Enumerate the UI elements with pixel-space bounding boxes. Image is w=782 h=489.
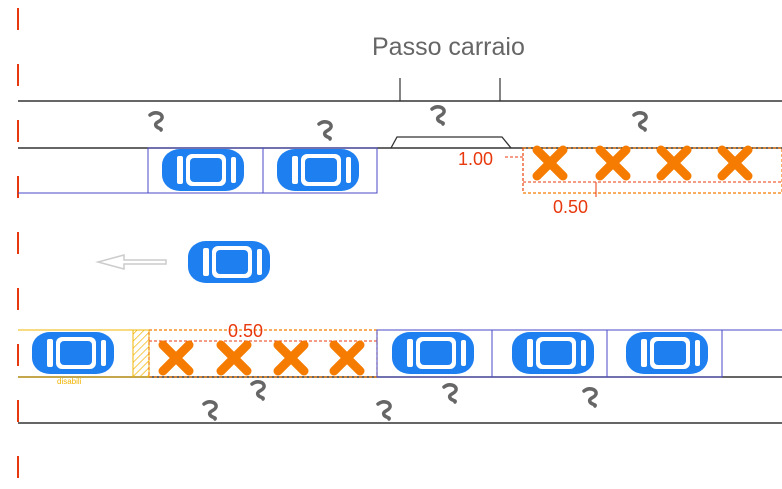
- dimension-label-lower: 0.50: [228, 321, 263, 341]
- no-parking-x-icon: [537, 150, 563, 176]
- tree-symbol-icon: [202, 400, 218, 421]
- disabled-bay-label: disabili: [57, 377, 82, 386]
- no-parking-x-icon: [600, 150, 626, 176]
- no-parking-x-icon: [334, 345, 360, 371]
- tree-symbol-icon: [430, 105, 446, 126]
- tree-symbol-icon: [632, 111, 648, 132]
- car-icon: [162, 149, 244, 191]
- no-parking-x-icon: [661, 150, 687, 176]
- dimension-label-width: 1.00: [458, 149, 493, 169]
- car-icon: [626, 332, 708, 374]
- no-parking-x-icon: [163, 345, 189, 371]
- tree-symbol-icon: [250, 380, 266, 401]
- direction-arrow-icon: [95, 254, 167, 270]
- tree-symbol-icon: [442, 383, 458, 404]
- no-parking-x-icon: [221, 345, 247, 371]
- car-icon: [392, 332, 474, 374]
- tree-symbol-icon: [317, 120, 333, 141]
- disabled-bay-hatch: [132, 329, 150, 378]
- car-icon: [277, 149, 359, 191]
- no-parking-x-icon: [722, 150, 748, 176]
- no-parking-x-icon: [278, 345, 304, 371]
- driveway-label: Passo carraio: [372, 33, 525, 61]
- lower-parking-bays: [376, 329, 782, 378]
- tree-symbol-icon: [376, 400, 392, 421]
- car-icon: [188, 241, 270, 283]
- dimension-label-depth: 0.50: [553, 197, 588, 217]
- upper-parking-bays: [18, 147, 378, 194]
- car-icon: [512, 332, 594, 374]
- car-icon: [32, 332, 114, 374]
- driveway-ramp: [390, 136, 512, 149]
- tree-symbol-icon: [148, 111, 164, 132]
- tree-symbol-icon: [582, 387, 598, 408]
